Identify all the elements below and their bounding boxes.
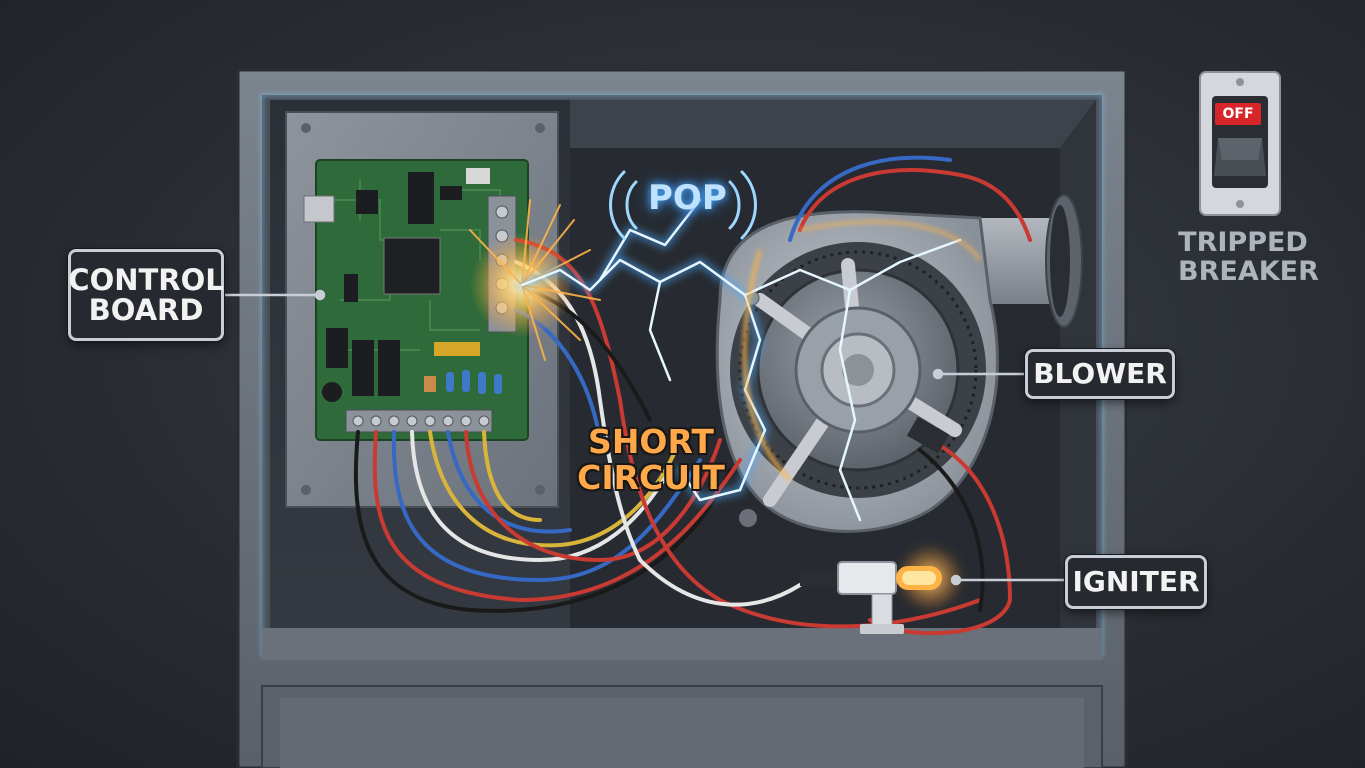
blower-label: BLOWER [1025,349,1175,399]
breaker-off-label: OFF [1215,103,1261,125]
breaker-switch [1199,71,1281,216]
control-board [303,159,529,441]
pop-label: POP [648,178,727,218]
blower-connector [906,416,950,454]
tripped-breaker-line2: BREAKER [1178,256,1319,288]
tripped-breaker-label: TRIPPED BREAKER [1178,227,1319,288]
control-board-label: CONTROL BOARD [68,249,224,341]
short-circuit-label: SHORT CIRCUIT [576,422,726,498]
control-board-label-line2: BOARD [88,293,204,327]
short-circuit-line2: CIRCUIT [577,458,725,498]
control-board-label-line1: CONTROL [68,262,224,297]
short-circuit-line1: SHORT [588,422,714,461]
wiring-harness [353,155,1032,636]
short-circuit-arc [469,170,982,522]
tripped-breaker-line1: TRIPPED [1178,227,1308,258]
igniter-device [800,544,964,634]
blower-assembly [715,194,1083,533]
leader-lines [224,289,1065,586]
igniter-label: IGNITER [1065,555,1207,609]
